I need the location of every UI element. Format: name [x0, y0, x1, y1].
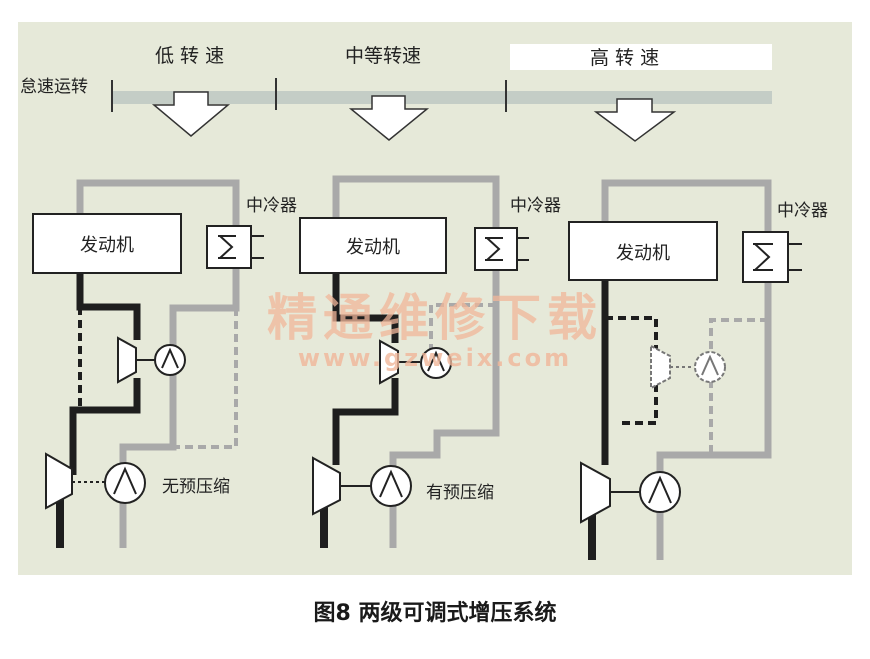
- p3-lp-turbine-icon: [580, 461, 611, 524]
- p3-hp-turbine-icon: [650, 344, 671, 390]
- p3-intake-bypass: [709, 318, 768, 455]
- arrow-low-speed: [151, 91, 231, 137]
- p1-intake-to-engine: [76, 179, 240, 240]
- speed-label-medium: 中等转速: [345, 45, 421, 67]
- p2-intercooler-pipes: [517, 237, 529, 261]
- p2-intercooler-icon: [485, 237, 503, 261]
- p1-engine-label: 发动机: [80, 235, 134, 256]
- watermark-url: www.gzweix.com: [298, 344, 572, 372]
- p1-intercooler-box: [206, 225, 252, 269]
- p3-exhaust-bypass: [605, 316, 658, 425]
- arrow-high-speed: [593, 98, 677, 142]
- panel-2: 发动机 中冷器 有预压缩: [299, 175, 561, 548]
- p1-lp-compressor-blade: [113, 466, 137, 495]
- panel-1: 发动机 中冷器 无预压缩: [32, 179, 297, 548]
- p3-intercooler-box: [742, 231, 789, 283]
- p3-engine-box: [568, 221, 718, 281]
- p1-intercooler-pipes: [251, 235, 264, 259]
- figure-caption: 图8 两级可调式增压系统: [314, 600, 557, 626]
- p2-exhaust-hp-out: [332, 378, 399, 465]
- p3-hp-compressor-blade: [701, 354, 719, 376]
- p1-intercooler-label: 中冷器: [246, 196, 297, 216]
- p3-lp-compressor-blade: [648, 475, 672, 504]
- p2-exhaust-to-hp: [332, 273, 399, 343]
- p2-hp-compressor-blade: [427, 350, 445, 372]
- high-speed-label-box: [510, 44, 772, 70]
- panel-3: 发动机 中冷器: [568, 179, 828, 560]
- p1-hp-compressor-blade: [161, 347, 179, 369]
- p2-hp-turbine-icon: [379, 339, 399, 385]
- arrow-medium-speed: [348, 95, 430, 141]
- p1-exhaust-to-hp: [76, 273, 141, 340]
- p2-intercooler-label: 中冷器: [510, 196, 561, 216]
- p1-lp-turbine-icon: [45, 452, 73, 510]
- p2-engine-label: 发动机: [346, 237, 400, 258]
- p3-engine-label: 发动机: [616, 243, 670, 264]
- p1-engine-box: [32, 213, 182, 274]
- p3-intake-to-engine: [601, 179, 772, 232]
- p2-engine-box: [299, 217, 447, 274]
- p1-hp-turbine-icon: [117, 336, 137, 384]
- speed-label-high: 高 转 速: [590, 47, 659, 69]
- p2-lp-turbine-icon: [312, 456, 341, 516]
- p3-intercooler-pipes: [788, 243, 802, 271]
- speed-label-low: 低 转 速: [155, 45, 224, 67]
- p2-mode-label: 有预压缩: [426, 483, 494, 503]
- diagram-background: [18, 22, 852, 575]
- p3-intercooler-label: 中冷器: [777, 201, 828, 221]
- p1-intake-bypass: [173, 308, 238, 449]
- p3-intercooler-icon: [753, 243, 773, 271]
- watermark-title: 精通维修下载: [267, 289, 603, 347]
- speed-label-idle: 怠速运转: [20, 77, 88, 97]
- p1-exhaust-hp-out: [69, 378, 141, 475]
- p2-intercooler-box: [474, 227, 518, 271]
- p2-intake-to-engine: [332, 175, 500, 246]
- p1-intercooler-icon: [218, 235, 236, 259]
- speed-bar: [112, 91, 772, 104]
- p2-intake-bypass: [429, 303, 496, 350]
- p1-mode-label: 无预压缩: [162, 477, 230, 497]
- p2-lp-compressor-blade: [379, 469, 403, 498]
